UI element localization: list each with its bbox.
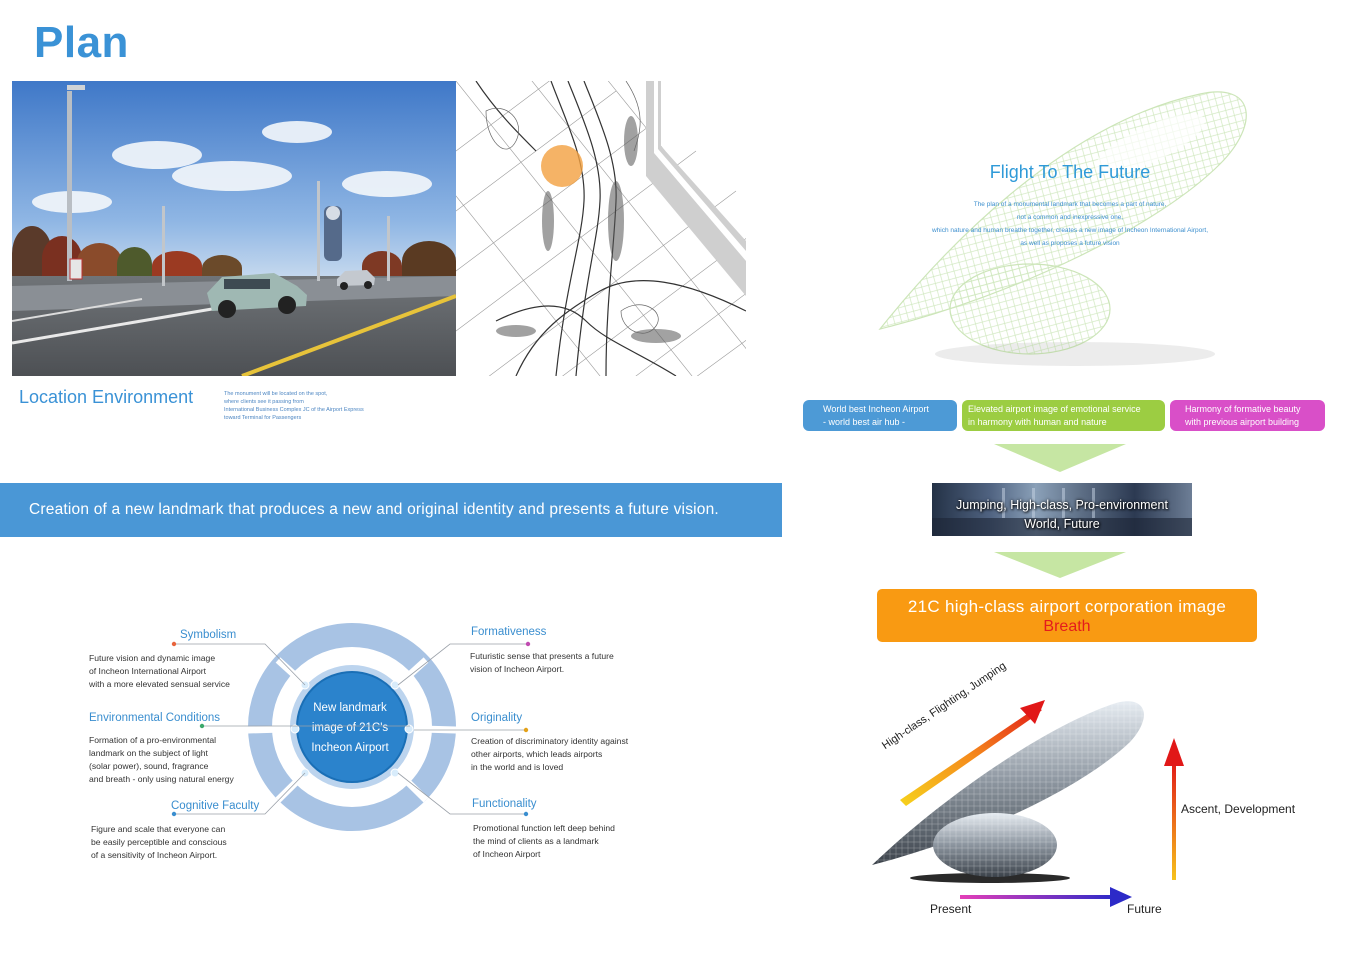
attr-environment-title: Environmental Conditions	[89, 712, 221, 724]
attr-functionality-text: Promotional function left deep behind th…	[473, 823, 615, 859]
result-breath: Breath	[1043, 618, 1091, 635]
attr-symbolism-text: Future vision and dynamic image of Inche…	[89, 653, 230, 689]
attr-originality-text: Creation of discriminatory identity agai…	[471, 736, 629, 772]
attr-environment-text: Formation of a pro-environmental landmar…	[89, 735, 234, 784]
goal-box-harmony: Harmony of formative beauty with previou…	[1170, 400, 1325, 431]
flight-description: The plan of a monumental landmark that b…	[931, 201, 1209, 247]
location-description: The monument will be located on the spot…	[224, 391, 364, 421]
diagram-connectors	[171, 641, 531, 817]
attr-formativeness-title: Formativeness	[471, 626, 547, 638]
attr-cognitive-title: Cognitive Faculty	[171, 800, 260, 812]
location-photo	[12, 81, 456, 376]
vision-banner: Creation of a new landmark that produces…	[0, 483, 782, 537]
ascent-label: Ascent, Development	[1181, 802, 1296, 816]
site-map	[456, 81, 746, 376]
landmark-diagram	[247, 620, 457, 834]
attr-functionality-title: Functionality	[472, 798, 537, 810]
result-line: 21C high-class airport corporation image	[907, 597, 1227, 616]
sculpture-render-image	[872, 700, 1184, 907]
result-box: 21C high-class airport corporation image…	[877, 589, 1257, 642]
keywords-image	[932, 483, 1192, 536]
present-label: Present	[930, 902, 972, 916]
page-title: Plan	[34, 18, 129, 67]
goal-box-world-best: World best Incheon Airport - world best …	[803, 400, 957, 431]
down-arrow-icon	[994, 552, 1126, 578]
keywords-text: Jumping, High-class, Pro-environment Wor…	[956, 498, 1168, 531]
sculpture-wireframe-image	[878, 91, 1247, 366]
future-label: Future	[1127, 902, 1162, 916]
attr-symbolism-title: Symbolism	[180, 629, 237, 641]
flight-title: Flight To The Future	[989, 162, 1151, 182]
attr-formativeness-text: Futuristic sense that presents a future …	[470, 651, 614, 674]
location-title: Location Environment	[19, 387, 194, 407]
diagram-center-label: New landmark image of 21C's Incheon Airp…	[311, 702, 389, 754]
attr-cognitive-text: Figure and scale that everyone can be ea…	[91, 824, 227, 860]
down-arrow-icon	[994, 444, 1126, 472]
goal-box-elevated-image: Elevated airport image of emotional serv…	[962, 400, 1165, 431]
attr-originality-title: Originality	[471, 712, 523, 724]
